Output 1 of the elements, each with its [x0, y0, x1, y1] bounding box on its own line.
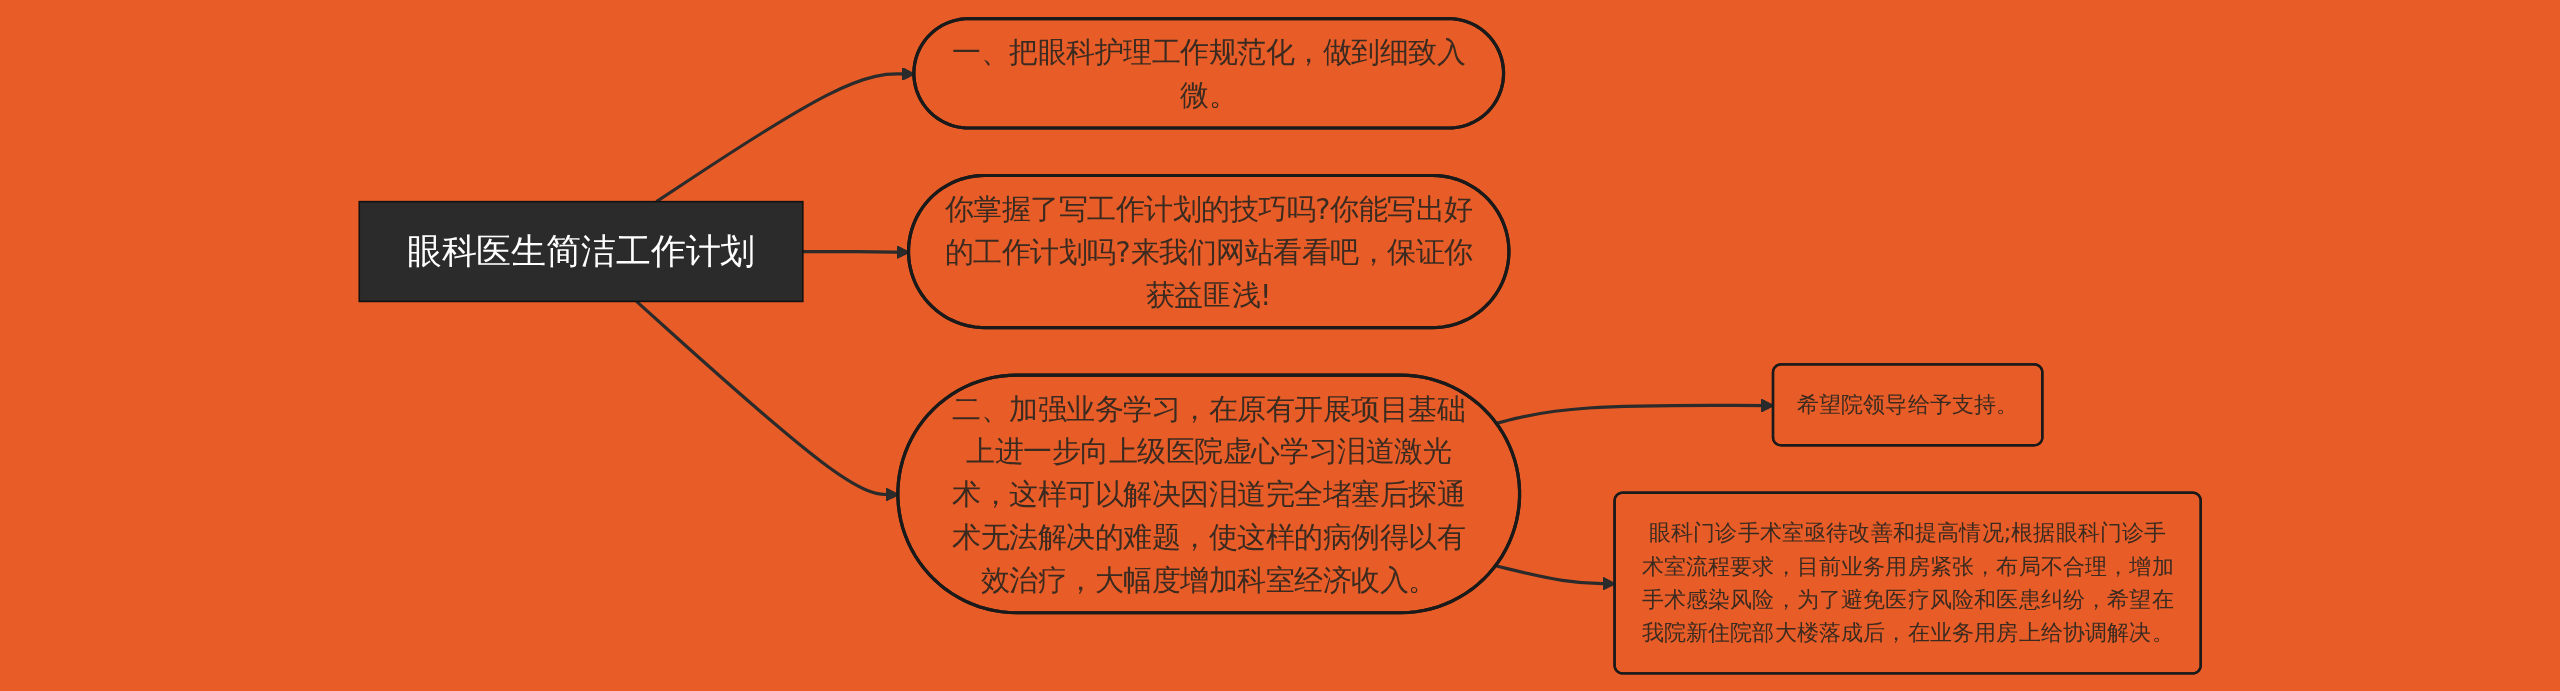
- node-box: 眼科医生简洁工作计划: [358, 200, 804, 302]
